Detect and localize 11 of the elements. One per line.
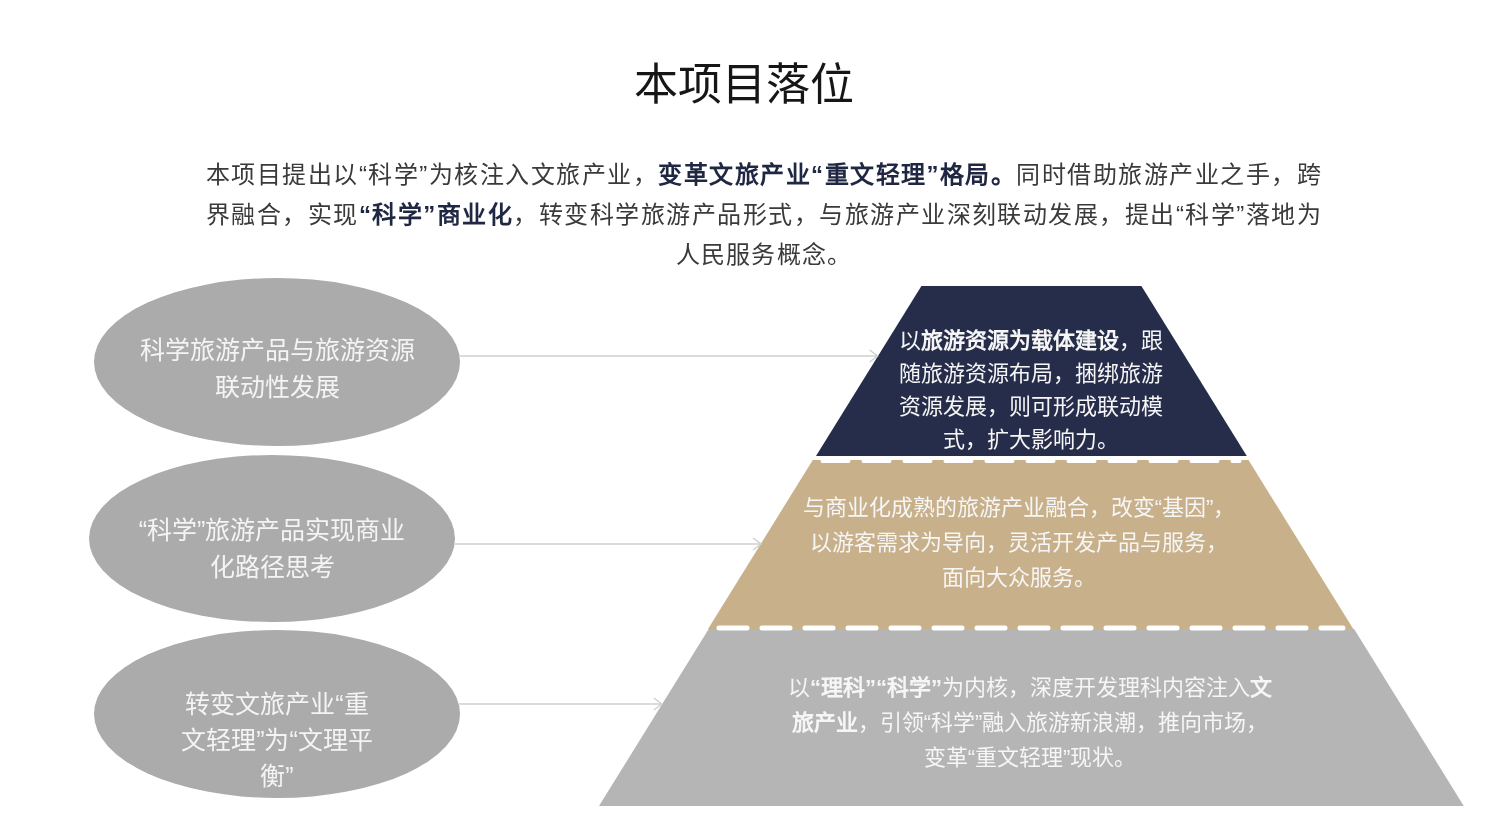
topic-text: 转变文旅产业“重文轻理”为“文理平衡” (180, 689, 374, 792)
tier-text: 以旅游资源为载体建设，跟随旅游资源布局，捆绑旅游资源发展，则可形成联动模式，扩大影响力。 (898, 327, 1164, 454)
tier-text: 与商业化成熟的旅游产业融合，改变“基因”，以游客需求为导向，灵活开发产品与服务，面向大众服务。 (801, 494, 1237, 592)
topic-text: 科学旅游产品与旅游资源联动性发展 (138, 335, 416, 403)
arrow (458, 349, 879, 363)
intro-paragraph: 本项目提出以“科学”为核注入文旅产业，变革文旅产业“重文轻理”格局。同时借助旅游产业之手，跨界融合，实现“科学”商业化，转变科学旅游产品形式，与旅游产业深刻联动发展，提出“科学”落地为人民服务概念。 (206, 160, 1322, 270)
arrow (457, 697, 663, 711)
topic-text: “科学”旅游产品实现商业化路径思考 (137, 515, 407, 583)
tier-text: 以“理科”“科学”为内核，深度开发理科内容注入文旅产业，引领“科学”融入旅游新浪潮，推向市场，变革“重文轻理”现状。 (787, 674, 1273, 772)
arrow (453, 537, 762, 551)
title: 本项目落位 (633, 59, 855, 111)
